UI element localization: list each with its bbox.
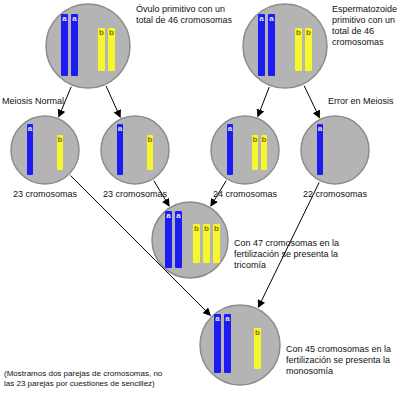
- chromosome-letter: b: [251, 328, 264, 337]
- chromosome-letter: b: [210, 224, 223, 233]
- chromosome-bar: a: [71, 14, 78, 76]
- chromosome-letter: a: [314, 124, 326, 133]
- chromosome-bar: a: [175, 211, 182, 268]
- chromosome-letter: b: [190, 224, 203, 233]
- cell-caption: 22 cromosomas: [295, 189, 375, 200]
- chromosome-bar: b: [261, 135, 267, 170]
- chromosome-letter: b: [144, 135, 156, 144]
- chromosome-bar: a: [214, 314, 221, 373]
- cell-circle: abb24 cromosomas: [210, 115, 280, 185]
- chromosome-bar: b: [108, 28, 115, 71]
- cell-body: [301, 116, 369, 184]
- chromosome-letter: a: [24, 124, 36, 133]
- chromosome-bar: b: [252, 135, 258, 170]
- chromosome-bar: a: [317, 124, 323, 175]
- chromosome-letter: a: [172, 211, 185, 220]
- cell-circle: aabCon 45 cromosomas en la fertilización…: [199, 304, 281, 386]
- cell-caption: 24 cromosomas: [205, 189, 285, 200]
- chromosome-letter: b: [258, 135, 270, 144]
- chromosome-bar: b: [295, 28, 302, 71]
- chromosome-bar: b: [193, 224, 200, 263]
- chromosome-bar: a: [61, 14, 68, 76]
- cell-outline: [199, 304, 281, 386]
- process-label: Meiosis Normal: [2, 96, 82, 107]
- chromosome-letter: a: [255, 14, 268, 23]
- chromosome-letter: a: [162, 211, 175, 220]
- chromosome-letter: a: [211, 314, 224, 323]
- cell-circle: ab23 cromosomas: [10, 115, 80, 185]
- cell-body: [211, 116, 279, 184]
- chromosome-letter: b: [302, 28, 315, 37]
- connector-arrow: [258, 87, 269, 116]
- chromosome-letter: b: [200, 224, 213, 233]
- cell-outline: [10, 115, 80, 185]
- chromosome-letter: b: [105, 28, 118, 37]
- chromosome-bar: b: [203, 224, 210, 263]
- chromosome-bar: b: [147, 135, 153, 170]
- chromosome-bar: b: [57, 135, 63, 170]
- chromosome-bar: a: [258, 14, 265, 76]
- cell-caption: 23 cromosomas: [95, 189, 175, 200]
- chromosome-bar: a: [268, 14, 275, 76]
- chromosome-bar: a: [27, 124, 33, 175]
- chromosome-bar: a: [165, 211, 172, 268]
- chromosome-bar: b: [98, 28, 105, 71]
- chromosome-bar: b: [305, 28, 312, 71]
- cell-circle: ab23 cromosomas: [100, 115, 170, 185]
- cell-caption: Espermatozoide primitivo con un total de…: [332, 4, 400, 48]
- chromosome-letter: b: [95, 28, 108, 37]
- chromosome-letter: a: [221, 314, 234, 323]
- cell-caption: Con 47 cromosomas en la fertilización se…: [234, 238, 352, 271]
- chromosome-letter: a: [68, 14, 81, 23]
- cell-caption: 23 cromosomas: [5, 189, 85, 200]
- cell-outline: [45, 3, 131, 89]
- cell-circle: aabbEspermatozoide primitivo con un tota…: [242, 3, 328, 89]
- cell-body: [11, 116, 79, 184]
- chromosome-letter: a: [265, 14, 278, 23]
- footnote: (Mostramos dos parejas de cromosomas, no…: [4, 369, 169, 389]
- cell-body: [101, 116, 169, 184]
- cell-outline: [210, 115, 280, 185]
- connector-arrow: [106, 86, 120, 117]
- chromosome-bar: a: [227, 124, 233, 175]
- cell-caption: Con 45 cromosomas en la fertilización se…: [286, 344, 398, 377]
- chromosome-bar: a: [117, 124, 123, 175]
- cell-body: [243, 4, 327, 88]
- connector-arrow: [304, 86, 319, 118]
- chromosome-bar: a: [224, 314, 231, 373]
- cell-outline: [300, 115, 370, 185]
- cell-circle: aabbbCon 47 cromosomas en la fertilizaci…: [151, 201, 229, 279]
- chromosome-bar: b: [213, 224, 220, 263]
- cell-body: [200, 305, 280, 385]
- chromosome-letter: a: [114, 124, 126, 133]
- chromosome-letter: a: [58, 14, 71, 23]
- process-label: Error en Meiosis: [328, 96, 400, 107]
- cell-outline: [242, 3, 328, 89]
- cell-circle: aabbÓvulo primitivo con un total de 46 c…: [45, 3, 131, 89]
- cell-body: [46, 4, 130, 88]
- cell-caption: Óvulo primitivo con un total de 46 cromo…: [136, 4, 242, 26]
- cell-circle: a22 cromosomas: [300, 115, 370, 185]
- chromosome-letter: a: [224, 124, 236, 133]
- chromosome-letter: b: [292, 28, 305, 37]
- cell-outline: [100, 115, 170, 185]
- cell-body: [152, 202, 228, 278]
- chromosome-letter: b: [54, 135, 66, 144]
- chromosome-bar: b: [254, 328, 261, 369]
- chromosome-letter: b: [249, 135, 261, 144]
